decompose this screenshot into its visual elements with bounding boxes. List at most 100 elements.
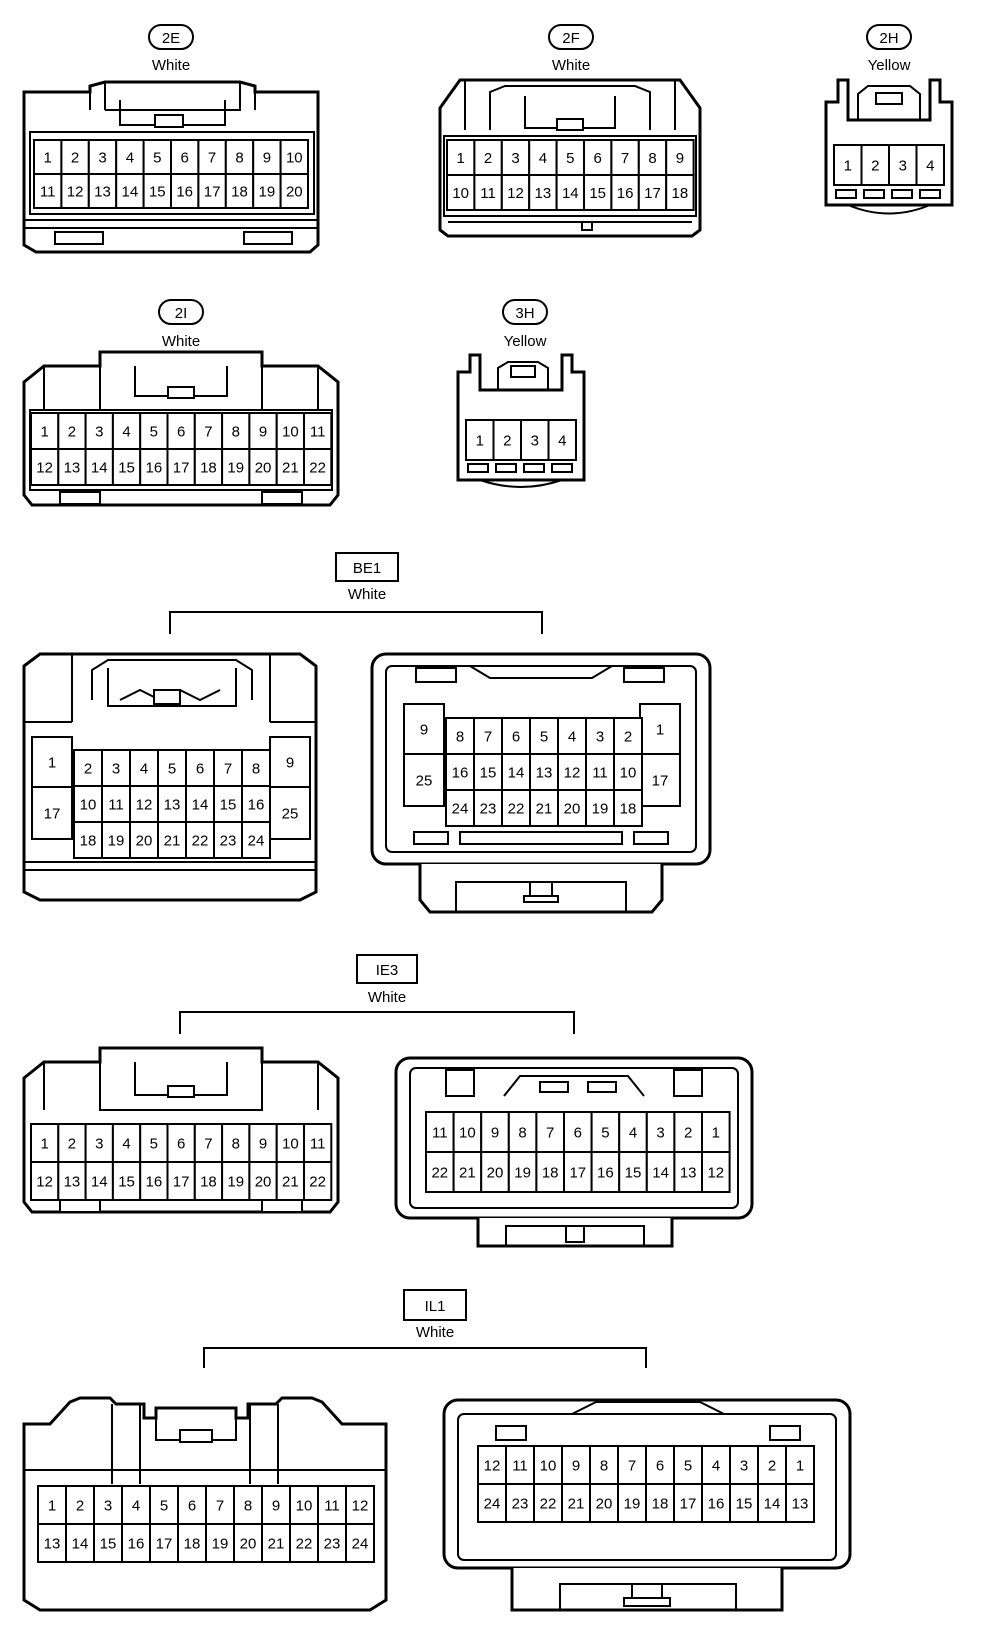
connector-be1-male-pin-16-cell — [241, 785, 271, 823]
connector-il1-male-pin-16: 16 — [128, 1536, 145, 1553]
connector-be1-male-pin-17-cell — [31, 786, 73, 840]
connector-ie3-male-pin-19-cell — [221, 1161, 251, 1201]
connector-il1-color: White — [416, 1324, 454, 1341]
connector-2i-pin-20-cell — [248, 448, 278, 486]
connector-2i-pin-19: 19 — [227, 460, 244, 477]
connector-3h-id-tag — [502, 299, 548, 325]
connector-ie3-female-pin-15-cell — [618, 1151, 648, 1193]
connector-be1-male-pin-5: 5 — [168, 761, 176, 778]
connector-2e-pin-8: 8 — [235, 150, 243, 167]
connector-il1-male-pin-10: 10 — [296, 1498, 313, 1515]
connector-be1-female-pin-25-cell — [403, 753, 445, 807]
connector-il1-male-pin-20: 20 — [240, 1536, 257, 1553]
connector-ie3-male-pin-4: 4 — [122, 1136, 130, 1153]
connector-ie3-female-pin-13-cell — [673, 1151, 704, 1193]
connector-2i-pin-22: 22 — [309, 460, 326, 477]
connector-2e-pin-16-cell — [170, 173, 200, 209]
connector-be1-female-pin-10: 10 — [620, 765, 637, 782]
connector-il1-female-pin-18-cell — [645, 1483, 675, 1523]
connector-be1-male-pin-21-cell — [157, 821, 187, 859]
connector-be1-female-pin-14: 14 — [508, 765, 525, 782]
connector-il1-female-pin-13: 13 — [792, 1496, 809, 1513]
connector-ie3-female-pin-22-cell — [425, 1151, 455, 1193]
connector-il1-male-pin-24: 24 — [352, 1536, 369, 1553]
connector-ie3-male-pin-17: 17 — [173, 1174, 190, 1191]
connector-il1-female-pin-24: 24 — [484, 1496, 501, 1513]
connector-be1-female-pin-25: 25 — [416, 773, 433, 790]
connector-il1-female-pin-3: 3 — [740, 1458, 748, 1475]
connector-3h-pin-1: 1 — [476, 433, 484, 450]
connector-il1-female-pin-19: 19 — [624, 1496, 641, 1513]
connector-ie3-female-pin-12-cell — [701, 1151, 731, 1193]
connector-ie3-male-pin-21: 21 — [282, 1174, 299, 1191]
connector-be1-female-pin-5: 5 — [540, 729, 548, 746]
connector-2i-pin-18: 18 — [200, 460, 217, 477]
connector-2f-pin-4: 4 — [539, 150, 547, 167]
connector-2f-pin-13: 13 — [535, 185, 552, 202]
connector-il1-female-pin-7: 7 — [628, 1458, 636, 1475]
connector-il1-female-pin-10: 10 — [540, 1458, 557, 1475]
connector-il1-male-pin-19-cell — [205, 1523, 235, 1563]
connector-2f-pin-7: 7 — [621, 150, 629, 167]
connector-be1-male-pin-8-cell — [241, 749, 271, 787]
connector-be1-male-pin-15: 15 — [220, 797, 237, 814]
connector-il1-female-pin-9: 9 — [572, 1458, 580, 1475]
connector-2i-pin-14: 14 — [91, 460, 108, 477]
connector-il1-male-pin-18: 18 — [184, 1536, 201, 1553]
connector-ie3-female-pin-21: 21 — [459, 1165, 476, 1182]
connector-ie3-bracket — [179, 1011, 575, 1034]
connector-2f-id: 2F — [562, 30, 580, 47]
connector-il1-male-pin-12: 12 — [352, 1498, 369, 1515]
connector-be1-female-pin-18: 18 — [620, 801, 637, 818]
connector-be1-female-pin-9: 9 — [420, 722, 428, 739]
connector-il1-male-pin-14: 14 — [72, 1536, 89, 1553]
connector-be1-color: White — [348, 586, 386, 603]
connector-be1-male-pin-25-cell — [269, 786, 311, 840]
connector-2e-pin-7: 7 — [208, 150, 216, 167]
connector-be1-male-pin-4: 4 — [140, 761, 148, 778]
connector-ie3-female-pin-11: 11 — [432, 1125, 448, 1142]
connector-2f-pin-11: 11 — [480, 185, 496, 202]
connector-ie3-female-pin-20-cell — [480, 1151, 510, 1193]
connector-il1-male-pin-6: 6 — [188, 1498, 196, 1515]
connector-2e-pin-1: 1 — [44, 150, 52, 167]
connector-ie3-male-pin-5-cell — [139, 1123, 169, 1163]
connector-be1-male-pin-12-cell — [129, 785, 159, 823]
connector-2f-pin-14: 14 — [562, 185, 579, 202]
connector-be1-female-pin-17: 17 — [652, 773, 669, 790]
connector-il1-female-pin-15-cell — [729, 1483, 759, 1523]
connector-be1-male-pin-8: 8 — [252, 761, 260, 778]
connector-ie3-female-pin-2-cell — [673, 1111, 704, 1153]
connector-be1-id-tag — [335, 552, 399, 582]
connector-be1-female-pin-21: 21 — [536, 801, 553, 818]
connector-ie3-male-pin-8: 8 — [232, 1136, 240, 1153]
connector-ie3-female-pin-7: 7 — [546, 1125, 554, 1142]
connector-il1-male-pin-20-cell — [233, 1523, 263, 1563]
connector-be1-female-pin-7: 7 — [484, 729, 492, 746]
connector-be1-female-pin-15: 15 — [480, 765, 497, 782]
connector-2h-pin-1: 1 — [844, 158, 852, 175]
connector-ie3-female-pin-9: 9 — [491, 1125, 499, 1142]
connector-il1-female-pin-2: 2 — [768, 1458, 776, 1475]
connector-2e-pin-14: 14 — [122, 184, 139, 201]
connector-2i-pin-7: 7 — [204, 424, 212, 441]
connector-be1-female-pin-24: 24 — [452, 801, 469, 818]
connector-ie3-id-tag — [356, 954, 418, 984]
connector-il1-female-pin-8-cell — [589, 1445, 619, 1485]
connector-il1-male-pin-7: 7 — [216, 1498, 224, 1515]
connector-il1-female-pin-22-cell — [533, 1483, 563, 1523]
connector-il1-female-pin-14-cell — [757, 1483, 787, 1523]
connector-2i-pin-9: 9 — [259, 424, 267, 441]
connector-il1-male-pin-14-cell — [65, 1523, 95, 1563]
connector-ie3-male-pin-7-cell — [193, 1123, 224, 1163]
connector-2h-pin-3: 3 — [899, 158, 907, 175]
connector-2f-pin-12: 12 — [507, 185, 524, 202]
connector-2e-pin-4: 4 — [126, 150, 134, 167]
connector-2f-pin-6: 6 — [594, 150, 602, 167]
connector-il1-male-pin-4: 4 — [132, 1498, 140, 1515]
connector-be1-female-pin-22: 22 — [508, 801, 525, 818]
connector-be1-male-pin-19-cell — [101, 821, 131, 859]
